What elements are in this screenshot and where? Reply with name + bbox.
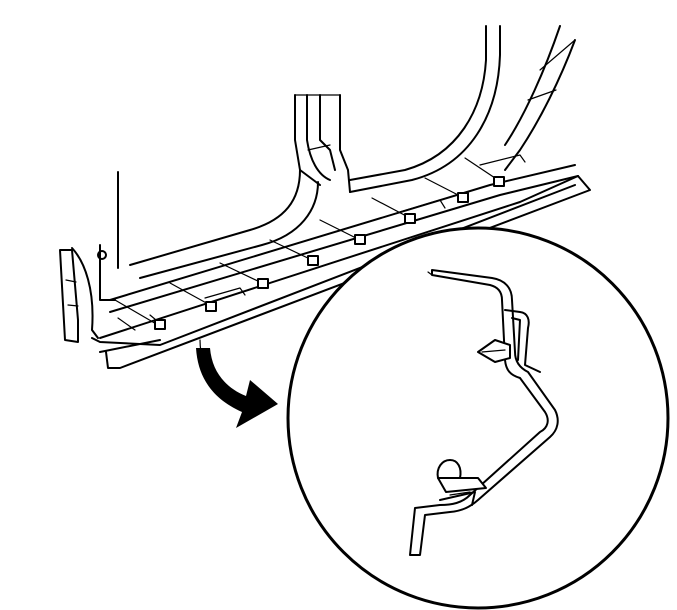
retainer-row	[114, 154, 526, 330]
molding-section	[409, 269, 559, 556]
retainer-7	[424, 177, 469, 203]
retainer-3	[219, 262, 269, 289]
retainer-2	[169, 282, 246, 312]
rocker-panel	[91, 164, 591, 369]
detail-magnifier	[286, 226, 670, 610]
retainer-6	[371, 197, 446, 224]
retainer-1	[114, 299, 166, 330]
retainer-5	[319, 219, 366, 245]
retainer-8	[464, 154, 526, 187]
upper-clip	[477, 309, 541, 373]
retainer-4	[269, 239, 319, 266]
lower-clip	[436, 459, 487, 506]
body-side-panel	[59, 25, 576, 343]
curved-arrow-icon	[196, 339, 278, 428]
